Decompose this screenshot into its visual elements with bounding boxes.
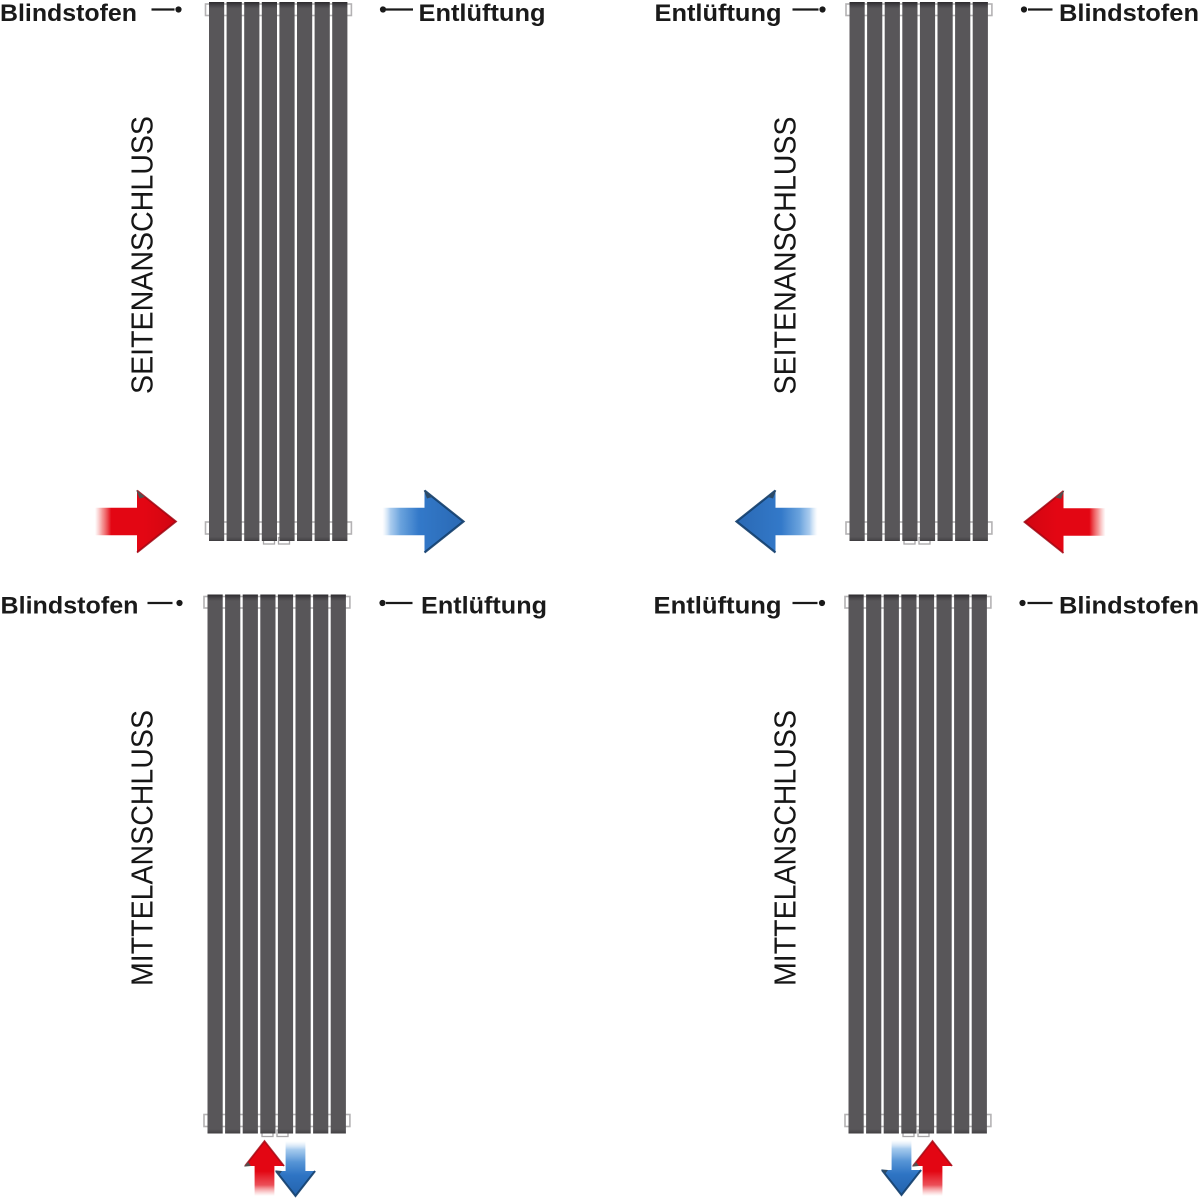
svg-text:Blindstofen: Blindstofen	[0, 0, 137, 27]
svg-text:Blindstofen: Blindstofen	[1059, 593, 1199, 620]
svg-text:SEITENANSCHLUSS: SEITENANSCHLUSS	[126, 116, 160, 394]
svg-text:Blindstofen: Blindstofen	[1, 593, 139, 620]
svg-text:MITTELANSCHLUSS: MITTELANSCHLUSS	[126, 710, 160, 986]
svg-text:Entlüftung: Entlüftung	[655, 0, 782, 27]
svg-text:Entlüftung: Entlüftung	[421, 593, 547, 620]
svg-text:Entlüftung: Entlüftung	[419, 0, 546, 27]
svg-text:Blindstofen: Blindstofen	[1059, 0, 1199, 27]
svg-text:Entlüftung: Entlüftung	[654, 593, 782, 620]
svg-text:MITTELANSCHLUSS: MITTELANSCHLUSS	[769, 710, 803, 986]
svg-text:SEITENANSCHLUSS: SEITENANSCHLUSS	[769, 117, 803, 395]
